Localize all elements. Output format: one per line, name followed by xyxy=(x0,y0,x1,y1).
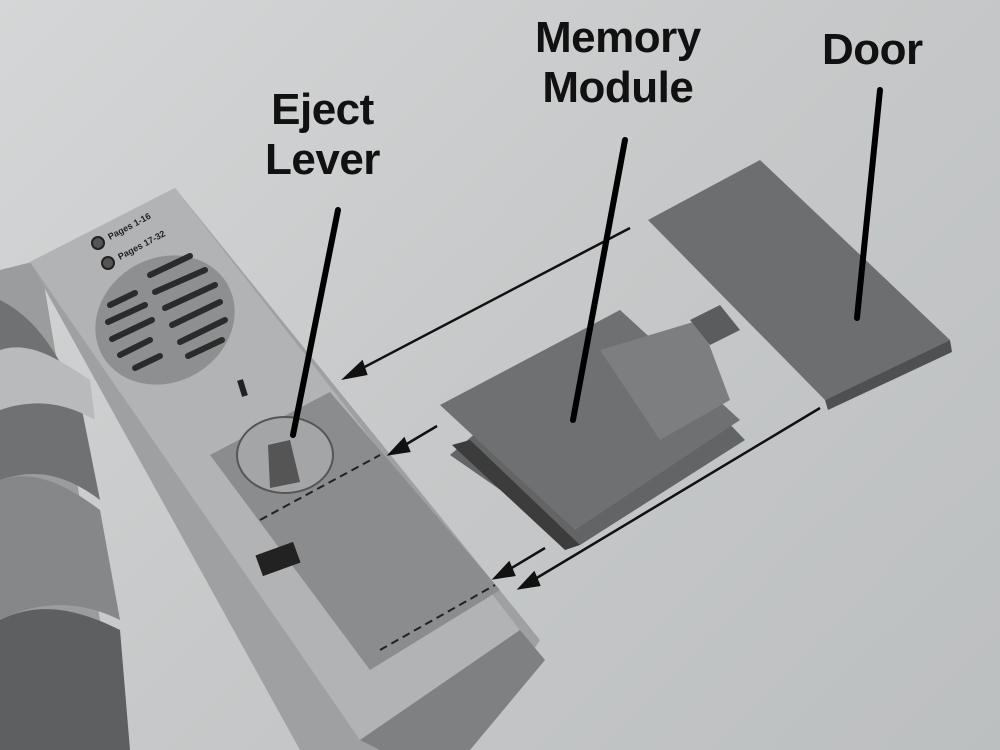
eject-lever xyxy=(268,440,300,488)
label-memory-module-line1: Memory xyxy=(535,13,701,62)
fabric-pages xyxy=(0,260,130,750)
label-door: Door xyxy=(822,25,923,74)
label-eject-lever: Eject Lever xyxy=(265,85,380,185)
label-eject-lever-line2: Lever xyxy=(265,135,380,184)
label-leader-lines xyxy=(290,87,883,438)
memory-module xyxy=(440,310,745,550)
door xyxy=(648,160,952,410)
label-memory-module-line2: Module xyxy=(542,63,694,112)
device-body: Pages 1-16 Pages 17-32 xyxy=(30,188,545,750)
label-memory-module: Memory Module xyxy=(535,13,701,113)
assembly-arrows xyxy=(341,226,821,590)
label-eject-lever-line1: Eject xyxy=(271,85,374,134)
